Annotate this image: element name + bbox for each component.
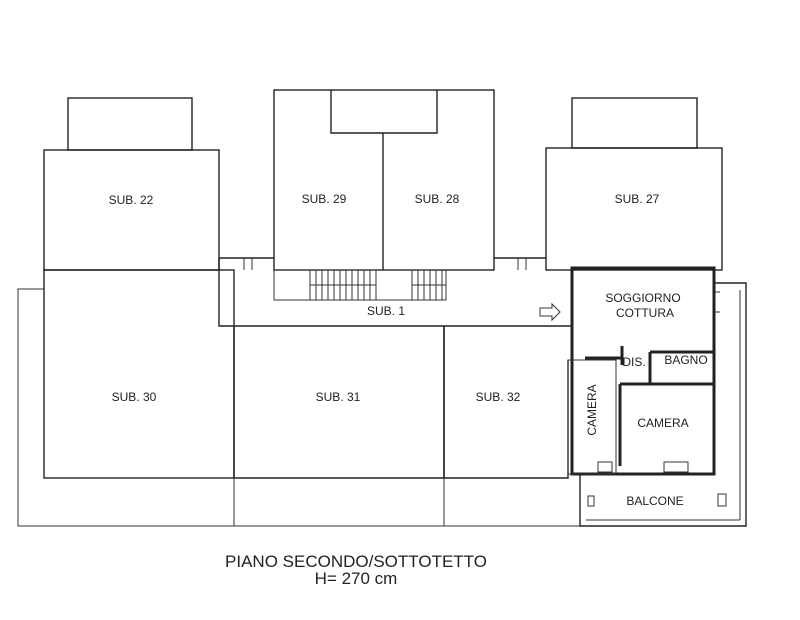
terrace-sub27 bbox=[571, 97, 698, 149]
unit-sub29-28 bbox=[273, 89, 495, 271]
unit-sub22 bbox=[43, 149, 220, 271]
label-sub27: SUB. 27 bbox=[615, 192, 660, 206]
balcony-post-right bbox=[717, 493, 727, 507]
unit-sub27 bbox=[545, 147, 723, 271]
apartment-outline bbox=[570, 266, 716, 476]
balcony-post-left bbox=[587, 495, 595, 507]
stair-treads-right bbox=[411, 270, 446, 300]
label-sub28: SUB. 28 bbox=[415, 192, 460, 206]
plan-height: H= 270 cm bbox=[315, 569, 398, 588]
label-sub30: SUB. 30 bbox=[112, 390, 157, 404]
label-sub29: SUB. 29 bbox=[302, 192, 347, 206]
label-bagno: BAGNO bbox=[664, 353, 707, 367]
label-soggiorno: SOGGIORNO bbox=[605, 291, 680, 305]
label-camera: CAMERA bbox=[637, 416, 688, 430]
stair-treads-left bbox=[309, 270, 377, 300]
label-sub1: SUB. 1 bbox=[367, 304, 405, 318]
unit-sub30 bbox=[43, 269, 235, 479]
camera-vertical-room bbox=[567, 359, 617, 475]
balcony-outline bbox=[579, 282, 747, 527]
entrance-arrow-icon bbox=[539, 302, 561, 322]
label-camera-vertical: CAMERA bbox=[585, 384, 599, 435]
window-camera bbox=[663, 461, 689, 473]
outer-boundary bbox=[17, 288, 580, 527]
label-sub32: SUB. 32 bbox=[476, 390, 521, 404]
plan-title: PIANO SECONDO/SOTTOTETTO bbox=[225, 552, 487, 571]
corridor-sub1 bbox=[218, 258, 572, 327]
label-balcone: BALCONE bbox=[626, 494, 683, 508]
notch-sub29-28 bbox=[330, 90, 438, 134]
label-cottura: COTTURA bbox=[616, 306, 674, 320]
label-dis: DIS. bbox=[622, 355, 645, 369]
terrace-sub22 bbox=[67, 97, 193, 151]
label-sub31: SUB. 31 bbox=[316, 390, 361, 404]
window-camera-vertical bbox=[597, 461, 613, 473]
label-sub22: SUB. 22 bbox=[109, 193, 154, 207]
